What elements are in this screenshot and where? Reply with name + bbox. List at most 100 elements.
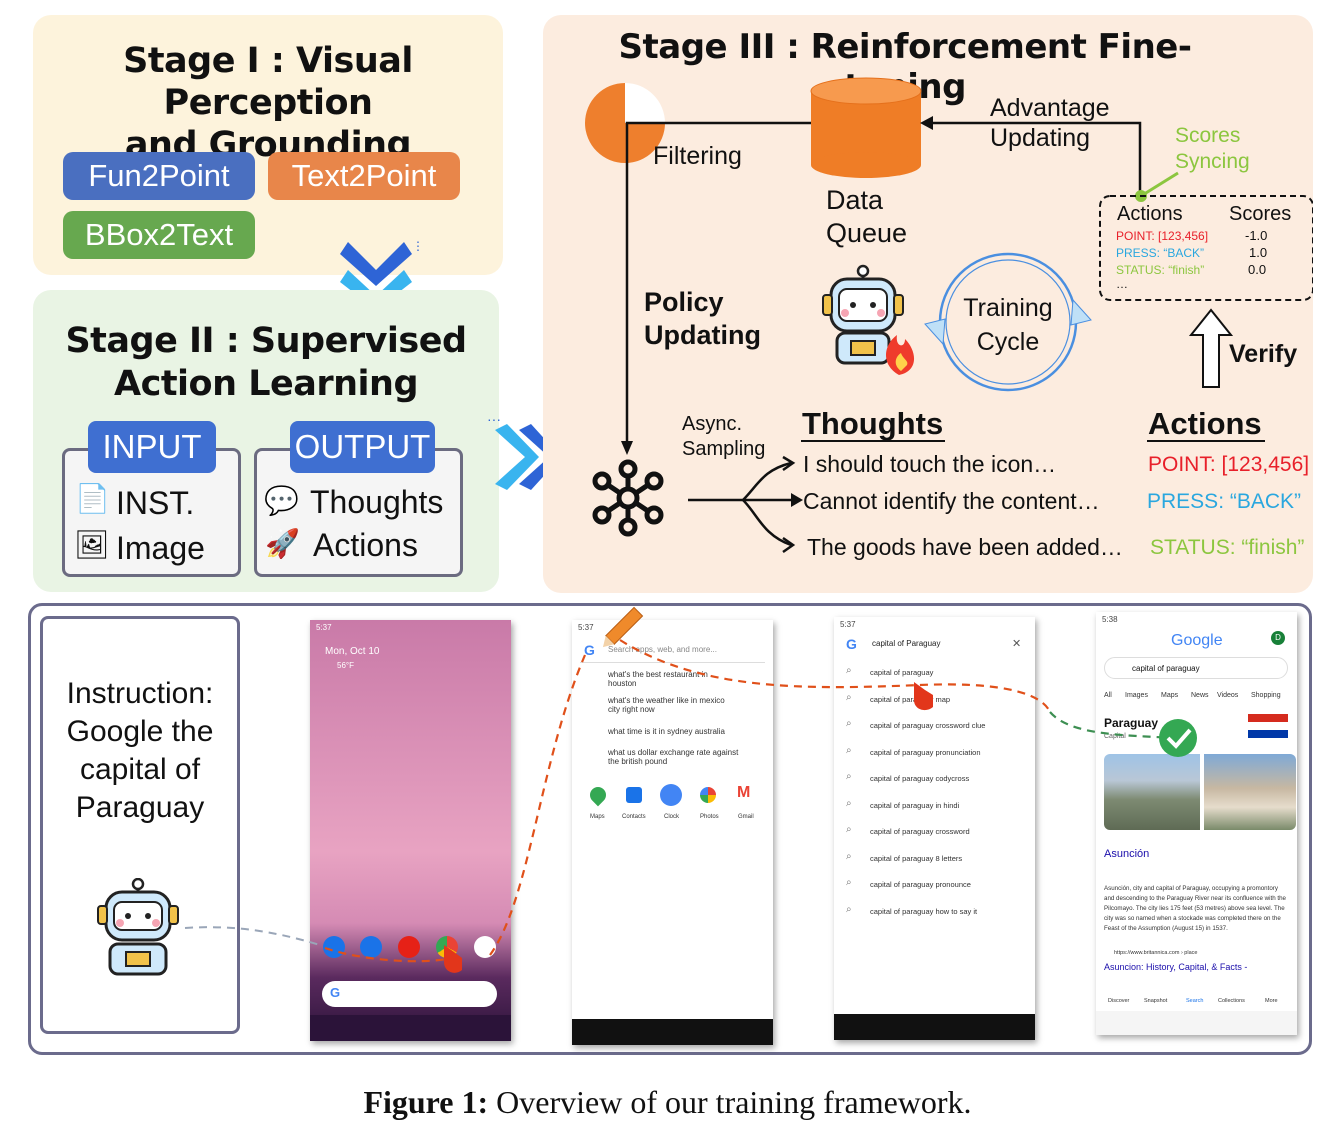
result-link[interactable]: Asuncion: History, Capital, & Facts - — [1104, 962, 1248, 972]
home-search-bar[interactable]: G — [322, 981, 497, 1007]
caption-text: Overview of our training framework. — [496, 1084, 972, 1120]
app-label: Maps — [590, 814, 605, 820]
svg-text:⋮: ⋮ — [412, 239, 420, 253]
tab-news[interactable]: News — [1191, 692, 1209, 699]
bottom-nav-search[interactable]: Search — [1186, 998, 1204, 1004]
paraguay-flag-icon — [1248, 714, 1288, 738]
suggestion-item[interactable]: what time is it in sydney australia — [608, 727, 725, 736]
action-1: POINT: [123,456] — [1148, 453, 1310, 476]
search-input[interactable]: Search apps, web, and more... — [608, 645, 717, 654]
search-icon: ⌕ — [846, 877, 852, 888]
tab-videos[interactable]: Videos — [1217, 692, 1239, 699]
suggestion-item[interactable]: capital of paraguay — [870, 668, 934, 677]
suggestion-item[interactable]: capital of paraguay pronunciation — [870, 747, 981, 757]
suggestion-item[interactable]: capital of paraguay how to say it — [870, 906, 978, 916]
suggestion-item[interactable]: capital of paraguay pronounce — [870, 880, 971, 889]
bottom-nav-snapshot[interactable]: Snapshot — [1144, 998, 1168, 1004]
score-table-actions-header: Actions — [1117, 203, 1183, 225]
bbox2text-pill: BBox2Text — [63, 211, 255, 259]
tab-shopping[interactable]: Shopping — [1251, 692, 1281, 699]
suggestion-item[interactable]: capital of paraguay 8 letters — [870, 853, 963, 863]
policy-network-icon — [592, 459, 664, 537]
bottom-nav-more[interactable]: More — [1265, 998, 1278, 1004]
input-label: INPUT — [88, 421, 216, 473]
nav-bar — [572, 1019, 773, 1045]
result-query: capital of paraguay — [1132, 664, 1200, 673]
phone-search-apps: 5:37 G Search apps, web, and more... wha… — [572, 620, 773, 1045]
tab-images[interactable]: Images — [1125, 692, 1148, 699]
action-2: PRESS: “BACK” — [1147, 490, 1302, 513]
thought-2: Cannot identify the content… — [803, 488, 1100, 514]
youtube-app-icon[interactable] — [398, 936, 420, 958]
data-queue-cylinder-icon — [810, 77, 922, 178]
nav-bar — [310, 1015, 511, 1041]
score-table-scores-header: Scores — [1229, 203, 1292, 225]
home-date: Mon, Oct 10 — [325, 646, 380, 657]
google-g-icon: G — [584, 642, 595, 658]
app-label: Gmail — [738, 814, 754, 820]
score-row-score: 0.0 — [1248, 262, 1267, 277]
suggestion-item[interactable]: capital of paraguay in hindi — [870, 800, 960, 810]
clear-icon[interactable]: ✕ — [1012, 638, 1022, 650]
checkmark-icon — [1159, 719, 1197, 757]
app-label: Contacts — [622, 814, 646, 820]
avatar[interactable]: D — [1271, 631, 1285, 645]
score-row-action: PRESS: “BACK” — [1116, 246, 1205, 260]
search-icon: ⌕ — [846, 850, 852, 862]
score-row-action: STATUS: “finish” — [1116, 263, 1205, 277]
search-icon: ⌕ — [846, 797, 852, 809]
thought-bubble-icon: 💬 — [264, 485, 299, 516]
suggestion-item[interactable]: capital of paraguay codycross — [870, 774, 970, 783]
actions-header: Actions — [1148, 406, 1262, 441]
gmail-app-icon[interactable]: M — [737, 784, 751, 801]
app-label: Photos — [700, 814, 719, 820]
figure-caption: Figure 1: Overview of our training frame… — [0, 1084, 1335, 1121]
bottom-nav-collections[interactable]: Collections — [1218, 998, 1245, 1004]
status-time: 5:37 — [840, 620, 856, 629]
suggestion-item[interactable]: what's the best restaurant in houston — [608, 670, 708, 688]
answer-asuncion[interactable]: Asunción — [1104, 848, 1150, 860]
input-image: Image — [116, 530, 205, 566]
suggestion-item[interactable]: what's the weather like in mexico city r… — [608, 696, 725, 714]
action-3: STATUS: “finish” — [1150, 536, 1305, 559]
robot-icon — [822, 264, 915, 375]
photos-app-icon[interactable] — [700, 787, 716, 803]
status-time: 5:37 — [316, 623, 332, 632]
search-input[interactable]: capital of Paraguay — [872, 639, 941, 648]
phone-query-suggestions: 5:37 G capital of Paraguay ✕ capital of … — [834, 617, 1035, 1040]
score-table-more: … — [1116, 277, 1128, 291]
bottom-nav-discover[interactable]: Discover — [1108, 998, 1130, 1004]
score-row-score: 1.0 — [1249, 245, 1268, 260]
instruction-doc-icon: 📄 — [75, 483, 110, 514]
output-thoughts: Thoughts — [310, 484, 444, 520]
status-time: 5:38 — [1102, 615, 1118, 624]
messages-app-icon[interactable] — [360, 936, 382, 958]
caption-label: Figure 1: — [363, 1084, 489, 1120]
instruction-box — [40, 616, 240, 1034]
chevron-down-icon: ⋮ — [340, 239, 420, 310]
contacts-app-icon[interactable] — [626, 787, 642, 803]
city-image-1[interactable] — [1104, 754, 1200, 830]
verify-label: Verify — [1229, 340, 1298, 368]
source-url: https://www.britannica.com › place — [1114, 950, 1198, 956]
city-image-2[interactable] — [1204, 754, 1296, 830]
score-row-score: -1.0 — [1245, 228, 1268, 243]
robot-small-icon — [97, 878, 179, 976]
stage3-diagram — [585, 77, 1313, 554]
result-search-bar[interactable] — [1104, 657, 1288, 679]
suggestion-item[interactable]: what us dollar exchange rate against the… — [608, 748, 739, 766]
tab-maps[interactable]: Maps — [1161, 692, 1179, 699]
suggestion-item[interactable]: capital of paraguay crossword — [870, 827, 970, 836]
entity-title: Paraguay — [1104, 716, 1159, 730]
search-icon: ⌕ — [846, 718, 852, 729]
tab-all[interactable]: All — [1104, 692, 1112, 699]
search-icon: ⌕ — [846, 691, 852, 703]
suggestion-item[interactable]: capital of paraguay map — [870, 694, 951, 704]
clock-app-icon[interactable] — [660, 784, 682, 806]
suggestion-item[interactable]: capital of paraguay crossword clue — [870, 721, 986, 730]
nav-bar — [1096, 1011, 1297, 1035]
tap-hand-icon — [914, 682, 933, 711]
instruction-text: Instruction: Google the capital of Parag… — [66, 677, 214, 824]
